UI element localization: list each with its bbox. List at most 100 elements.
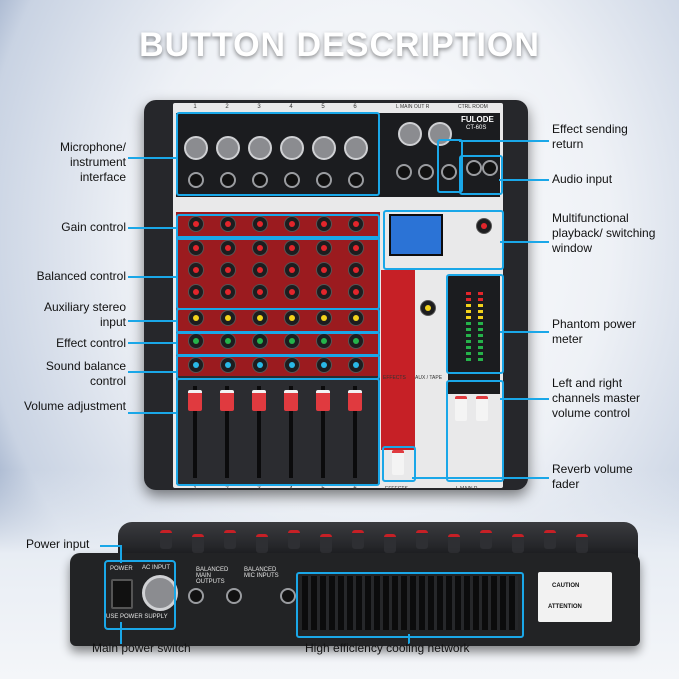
channel-fader[interactable]	[284, 390, 298, 411]
eq-mid-knob[interactable]	[284, 262, 300, 278]
pan-knob[interactable]	[316, 357, 332, 373]
channel-number-bottom: 3	[257, 486, 261, 492]
master-section-knob[interactable]	[420, 300, 436, 316]
pan-knob[interactable]	[220, 357, 236, 373]
eq-high-knob[interactable]	[348, 240, 364, 256]
effects-return-jack[interactable]	[441, 164, 457, 180]
line-input-jack[interactable]	[348, 172, 364, 188]
power-switch[interactable]	[111, 579, 133, 609]
eq-mid-knob[interactable]	[348, 262, 364, 278]
line-input-jack[interactable]	[220, 172, 236, 188]
aux-send-jack[interactable]	[418, 164, 434, 180]
mic-interface-highlight	[176, 112, 380, 196]
rear-mic-input	[280, 588, 296, 604]
pan-knob[interactable]	[348, 357, 364, 373]
channel-fader[interactable]	[316, 390, 330, 411]
reverb-fader[interactable]	[392, 450, 404, 475]
eq-high-knob[interactable]	[252, 240, 268, 256]
phantom-line	[500, 331, 549, 333]
eq-low-knob[interactable]	[348, 284, 364, 300]
aux-knob[interactable]	[220, 310, 236, 326]
gain-knob[interactable]	[220, 216, 236, 232]
eq-mid-knob[interactable]	[188, 262, 204, 278]
main-out-right-xlr[interactable]	[428, 122, 452, 146]
eq-mid-knob[interactable]	[252, 262, 268, 278]
line-input-jack[interactable]	[284, 172, 300, 188]
eq-low-knob[interactable]	[188, 284, 204, 300]
eq-high-knob[interactable]	[188, 240, 204, 256]
xlr-mic-input[interactable]	[184, 136, 208, 160]
rear-view-knob	[192, 534, 204, 553]
balanced-label: Balanced control	[36, 269, 126, 283]
channel-number-top: 2	[225, 104, 229, 110]
fader-track	[225, 386, 229, 478]
gain-line	[128, 227, 176, 229]
eq-high-knob[interactable]	[220, 240, 236, 256]
gain-knob[interactable]	[252, 216, 268, 232]
channel-fader[interactable]	[252, 390, 266, 411]
line-input-jack[interactable]	[316, 172, 332, 188]
aux-knob[interactable]	[348, 310, 364, 326]
line-input-jack[interactable]	[188, 172, 204, 188]
eq-mid-knob[interactable]	[316, 262, 332, 278]
xlr-mic-input[interactable]	[216, 136, 240, 160]
meter-led-right	[478, 352, 483, 355]
rear-out-right	[226, 588, 242, 604]
pan-knob[interactable]	[252, 357, 268, 373]
aux-knob[interactable]	[316, 310, 332, 326]
main-fader-left[interactable]	[455, 396, 467, 421]
channel-number-bottom: 2	[225, 486, 229, 492]
eq-low-knob[interactable]	[220, 284, 236, 300]
rca-input-right[interactable]	[482, 160, 498, 176]
gain-knob[interactable]	[284, 216, 300, 232]
gain-knob[interactable]	[316, 216, 332, 232]
eq-low-knob[interactable]	[284, 284, 300, 300]
channel-fader[interactable]	[348, 390, 362, 411]
xlr-mic-input[interactable]	[280, 136, 304, 160]
fader-track	[353, 386, 357, 478]
effect-return-label: Effect sending return	[552, 122, 628, 151]
pan-knob[interactable]	[284, 357, 300, 373]
aux-label: Auxiliary stereo input	[43, 300, 126, 329]
cooling-highlight	[296, 572, 524, 638]
playback-line	[500, 241, 549, 243]
eq-low-knob[interactable]	[316, 284, 332, 300]
aux-tape-label: AUX / TAPE	[415, 375, 443, 381]
meter-led-right	[478, 340, 483, 343]
main-fader-right[interactable]	[476, 396, 488, 421]
meter-led-right	[478, 358, 483, 361]
model-name: CT-60S	[466, 125, 487, 131]
rear-view-knob	[576, 534, 588, 553]
power-input-line	[100, 545, 120, 547]
gain-knob[interactable]	[348, 216, 364, 232]
power-switch-label: Main power switch	[92, 641, 191, 655]
effect-return-line	[459, 140, 549, 142]
warning-label	[538, 572, 612, 622]
channel-fader[interactable]	[188, 390, 202, 411]
xlr-mic-input[interactable]	[312, 136, 336, 160]
phones-jack[interactable]	[396, 164, 412, 180]
master-section-knob[interactable]	[476, 218, 492, 234]
rear-out-left	[188, 588, 204, 604]
eq-high-knob[interactable]	[284, 240, 300, 256]
eq-low-knob[interactable]	[252, 284, 268, 300]
aux-knob[interactable]	[284, 310, 300, 326]
channel-fader[interactable]	[220, 390, 234, 411]
effects-column	[381, 270, 415, 450]
xlr-mic-input[interactable]	[248, 136, 272, 160]
main-out-left-xlr[interactable]	[398, 122, 422, 146]
pan-knob[interactable]	[188, 357, 204, 373]
gain-knob[interactable]	[188, 216, 204, 232]
aux-knob[interactable]	[188, 310, 204, 326]
aux-knob[interactable]	[252, 310, 268, 326]
line-input-jack[interactable]	[252, 172, 268, 188]
eq-mid-knob[interactable]	[220, 262, 236, 278]
meter-led-left	[466, 328, 471, 331]
fader-track	[321, 386, 325, 478]
xlr-mic-input[interactable]	[344, 136, 368, 160]
rca-input-left[interactable]	[466, 160, 482, 176]
phantom-label: Phantom power meter	[552, 317, 637, 346]
meter-led-right	[478, 292, 483, 295]
eq-high-knob[interactable]	[316, 240, 332, 256]
channel-number-top: 5	[321, 104, 325, 110]
